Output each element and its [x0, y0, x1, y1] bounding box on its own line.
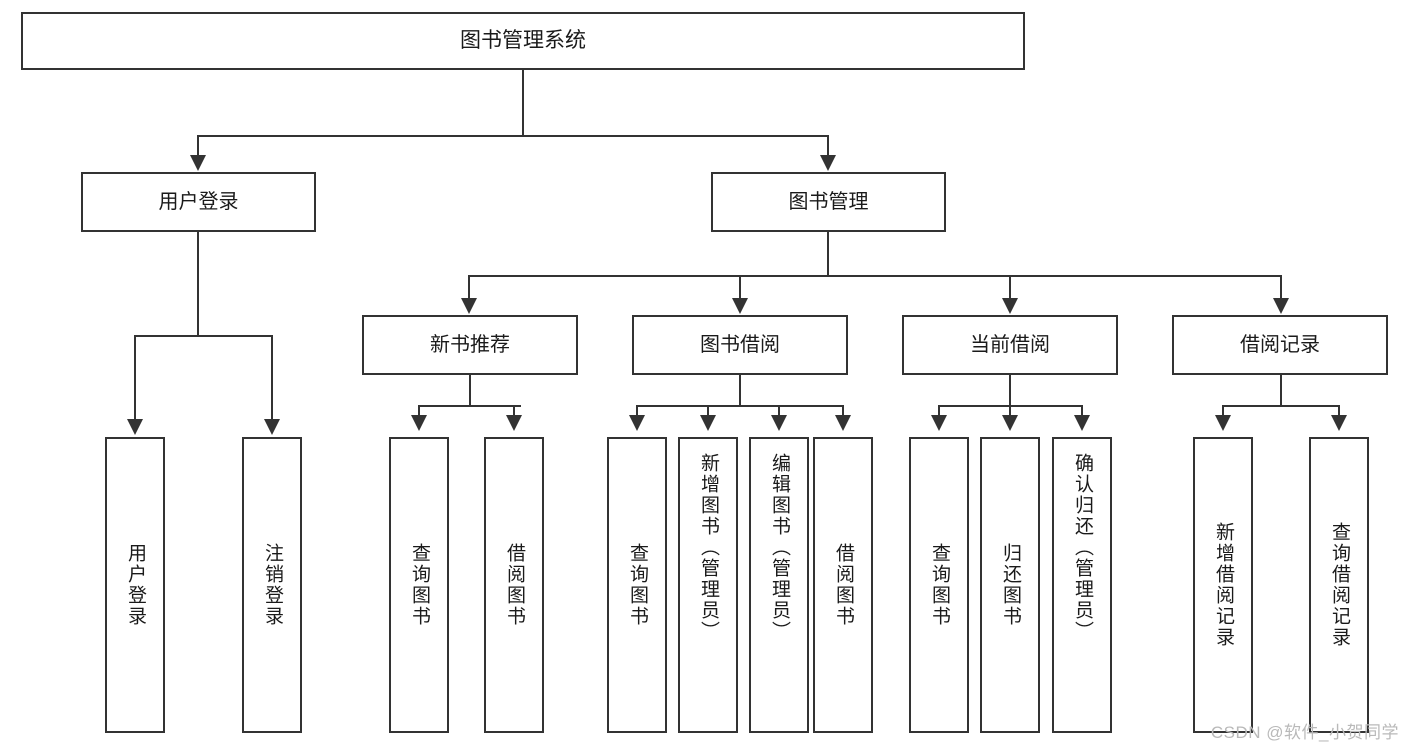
arrowhead-borrow-record	[1273, 298, 1289, 314]
connector-user-login-drop-1	[134, 335, 136, 421]
arrowhead-leaf-book-borrow-1	[629, 415, 645, 431]
connector-root-to-book-mgmt	[827, 135, 829, 157]
connector-current-borrow-drop-1	[938, 405, 940, 417]
arrowhead-new-book-recommend	[461, 298, 477, 314]
arrowhead-current-borrow	[1002, 298, 1018, 314]
connector-current-borrow-stem	[1009, 375, 1011, 406]
leaf-book-borrow-add-book-admin[interactable]: 新增图书（管理员）	[678, 437, 738, 733]
node-current-borrow[interactable]: 当前借阅	[902, 315, 1118, 375]
connector-user-login-drop-2	[271, 335, 273, 421]
connector-book-mgmt-drop-1	[468, 275, 470, 300]
connector-book-borrow-drop-2	[707, 405, 709, 417]
connector-root-bar	[197, 135, 829, 137]
arrowhead-leaf-user-login-2	[264, 419, 280, 435]
connector-book-borrow-drop-1	[636, 405, 638, 417]
leaf-book-borrow-query-book[interactable]: 查询图书	[607, 437, 667, 733]
node-root-system[interactable]: 图书管理系统	[21, 12, 1025, 70]
arrowhead-leaf-new-book-2	[506, 415, 522, 431]
arrowhead-leaf-book-borrow-4	[835, 415, 851, 431]
leaf-book-borrow-edit-book-admin[interactable]: 编辑图书（管理员）	[749, 437, 809, 733]
connector-new-book-stem	[469, 375, 471, 406]
connector-book-borrow-bar	[636, 405, 844, 407]
connector-book-mgmt-drop-3	[1009, 275, 1011, 300]
connector-new-book-drop-2	[513, 405, 515, 417]
node-book-borrow[interactable]: 图书借阅	[632, 315, 848, 375]
arrowhead-book-mgmt	[820, 155, 836, 171]
connector-user-login-bar	[134, 335, 272, 337]
connector-book-borrow-drop-3	[778, 405, 780, 417]
arrowhead-leaf-current-borrow-3	[1074, 415, 1090, 431]
leaf-book-borrow-borrow-book[interactable]: 借阅图书	[813, 437, 873, 733]
leaf-current-borrow-confirm-return-admin[interactable]: 确认归还（管理员）	[1052, 437, 1112, 733]
connector-book-mgmt-stem	[827, 232, 829, 276]
arrowhead-leaf-borrow-record-2	[1331, 415, 1347, 431]
connector-root-to-user-login	[197, 135, 199, 157]
leaf-new-book-borrow-book[interactable]: 借阅图书	[484, 437, 544, 733]
arrowhead-leaf-book-borrow-2	[700, 415, 716, 431]
node-new-book-recommend[interactable]: 新书推荐	[362, 315, 578, 375]
connector-book-mgmt-bar	[468, 275, 1282, 277]
leaf-borrow-record-query-record[interactable]: 查询借阅记录	[1309, 437, 1369, 733]
node-user-login[interactable]: 用户登录	[81, 172, 316, 232]
connector-book-mgmt-drop-2	[739, 275, 741, 300]
connector-borrow-record-bar	[1222, 405, 1340, 407]
connector-book-mgmt-drop-4	[1280, 275, 1282, 300]
leaf-user-login[interactable]: 用户登录	[105, 437, 165, 733]
arrowhead-leaf-user-login-1	[127, 419, 143, 435]
arrowhead-leaf-new-book-1	[411, 415, 427, 431]
arrowhead-leaf-book-borrow-3	[771, 415, 787, 431]
connector-user-login-stem	[197, 232, 199, 336]
connector-current-borrow-drop-3	[1081, 405, 1083, 417]
connector-root-stem	[522, 70, 524, 136]
leaf-new-book-query-book[interactable]: 查询图书	[389, 437, 449, 733]
connector-new-book-bar	[418, 405, 521, 407]
leaf-borrow-record-add-record[interactable]: 新增借阅记录	[1193, 437, 1253, 733]
connector-new-book-drop-1	[418, 405, 420, 417]
connector-borrow-record-drop-1	[1222, 405, 1224, 417]
connector-book-borrow-drop-4	[842, 405, 844, 417]
leaf-current-borrow-query-book[interactable]: 查询图书	[909, 437, 969, 733]
leaf-logout[interactable]: 注销登录	[242, 437, 302, 733]
connector-book-borrow-stem	[739, 375, 741, 406]
arrowhead-leaf-current-borrow-1	[931, 415, 947, 431]
csdn-watermark: CSDN @软件_小贺同学	[1210, 723, 1399, 742]
arrowhead-leaf-current-borrow-2	[1002, 415, 1018, 431]
connector-borrow-record-drop-2	[1338, 405, 1340, 417]
connector-current-borrow-drop-2	[1009, 405, 1011, 417]
arrowhead-book-borrow	[732, 298, 748, 314]
arrowhead-leaf-borrow-record-1	[1215, 415, 1231, 431]
connector-borrow-record-stem	[1280, 375, 1282, 406]
node-borrow-record[interactable]: 借阅记录	[1172, 315, 1388, 375]
node-book-management[interactable]: 图书管理	[711, 172, 946, 232]
arrowhead-user-login	[190, 155, 206, 171]
leaf-current-borrow-return-book[interactable]: 归还图书	[980, 437, 1040, 733]
